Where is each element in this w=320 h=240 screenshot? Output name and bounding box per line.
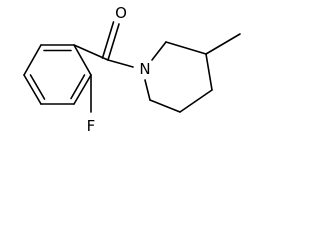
piperidine-bond-c5-c6	[149, 99, 181, 113]
piperidine-bond-c2-c3	[165, 41, 207, 55]
piperidine-bond-c4-c5	[179, 89, 213, 113]
fluorine-atom-label: F	[87, 117, 96, 135]
ring-bond-c5-c6	[73, 74, 92, 105]
carbonyl-double-bond-a	[107, 23, 120, 61]
oxygen-atom-label: O	[115, 4, 127, 22]
bond-carbonyl-to-nitrogen	[107, 59, 134, 68]
piperidine-bond-n-c2	[151, 41, 167, 61]
bond-methyl	[205, 33, 241, 55]
ring-bond-c6-c1	[73, 44, 92, 76]
piperidine-bond-c6-n	[144, 79, 151, 101]
ring-bond-c2-c3	[23, 44, 42, 76]
ring-double-bond-c3-c4	[29, 74, 46, 100]
ring-bond-c3-c4	[23, 74, 42, 105]
ring-double-bond-c5-c6	[70, 74, 86, 100]
nitrogen-atom-label: N	[139, 60, 150, 78]
chemical-structure-canvas: O N F	[0, 0, 250, 138]
molecule-diagram: O N F	[23, 4, 241, 135]
piperidine-bond-c3-c4	[205, 53, 213, 91]
carbonyl-double-bond-b	[101, 21, 115, 59]
